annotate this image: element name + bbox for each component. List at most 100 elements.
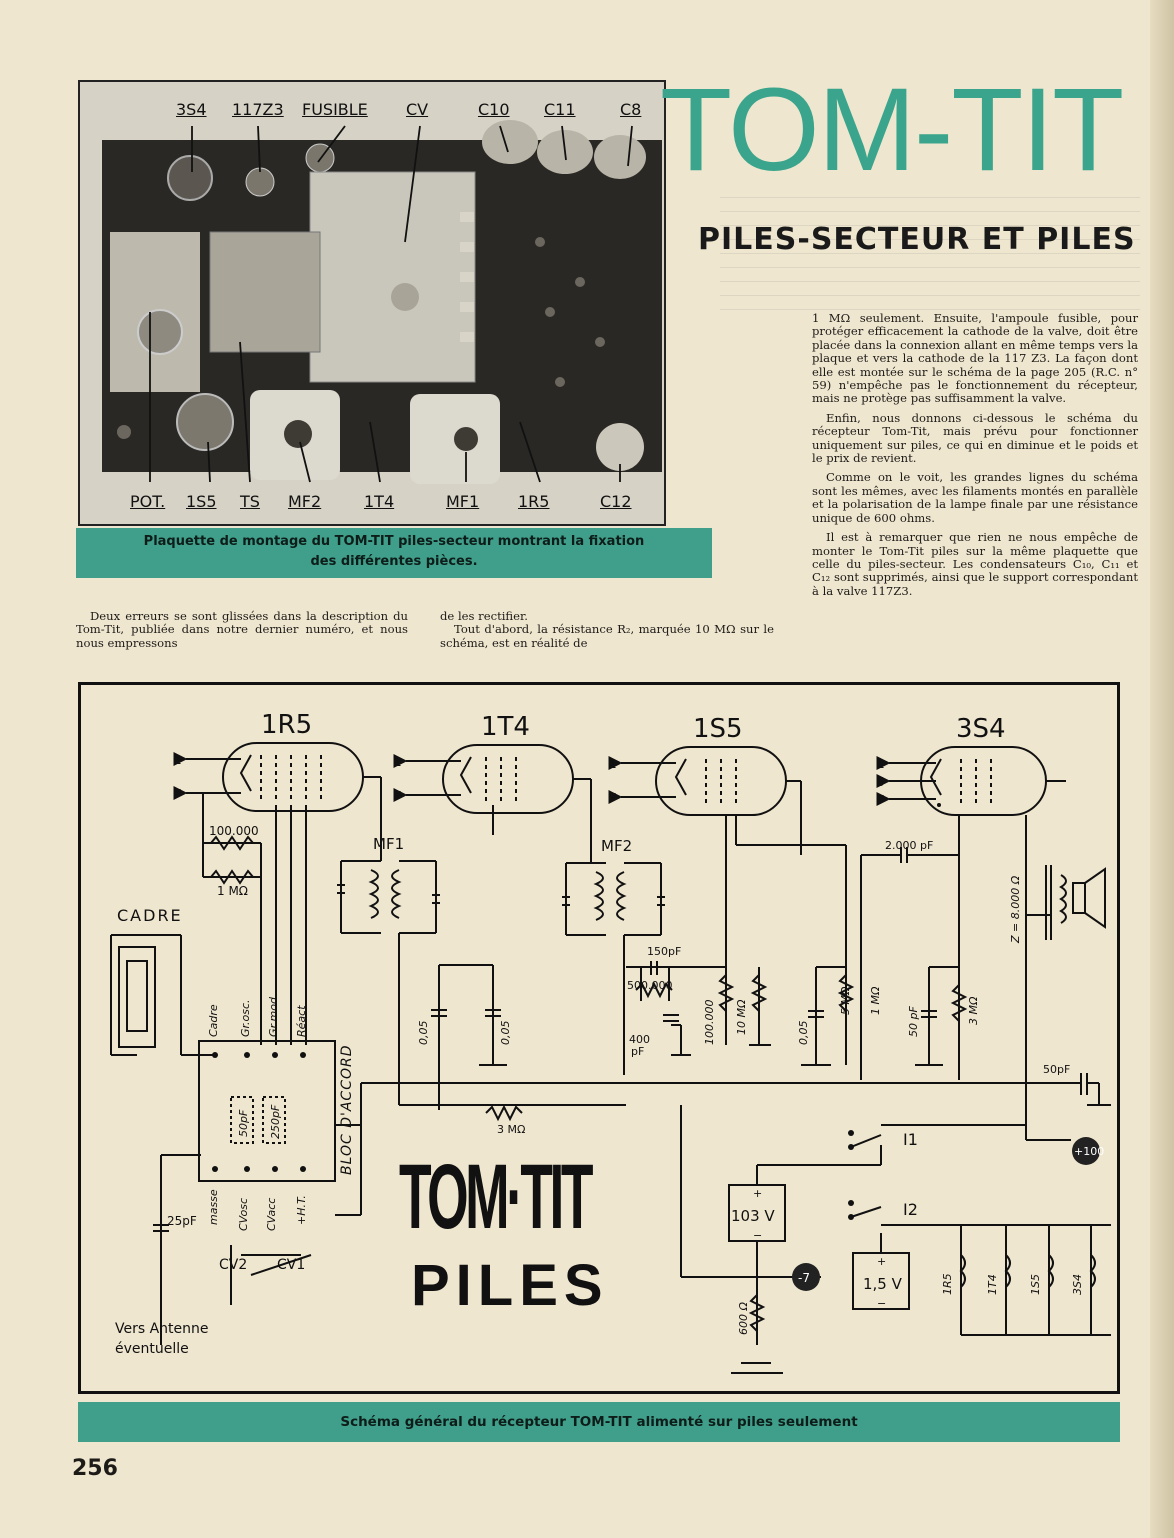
label-50pf-box: 50pF	[237, 1109, 250, 1137]
label-3mohm: 3 MΩ	[967, 996, 980, 1025]
label-mf2: MF2	[601, 837, 632, 855]
label-cadre: CADRE	[117, 906, 183, 925]
article-left-column-2: de les rectifier. Tout d'abord, la résis…	[440, 609, 774, 656]
article-right-column: 1 MΩ seulement. Ensuite, l'ampoule fusib…	[812, 311, 1138, 604]
photo-label-ts: TS	[240, 492, 260, 511]
label-minus: −	[877, 1297, 886, 1310]
schematic-drawing: 1R5 1T4 1S5 3S4 1 7 1 7 1 7 1 5 7 100.00…	[110, 710, 1111, 1374]
label-cv2: CV2	[219, 1257, 247, 1273]
photo-label-c8: C8	[620, 100, 642, 119]
label-minus: −	[753, 1229, 762, 1242]
paragraph: Deux erreurs se sont glissées dans la de…	[76, 609, 408, 650]
fil-label-3s4: 3S4	[1071, 1274, 1084, 1295]
label-10mohm: 10 MΩ	[735, 999, 748, 1035]
photo-caption-line1: Plaquette de montage du TOM-TIT piles-se…	[143, 534, 645, 549]
pin-label: 7	[174, 787, 182, 801]
fil-label-1t4: 1T4	[986, 1274, 999, 1295]
label-005b: 0,05	[499, 1021, 512, 1046]
photo-label-fusible: FUSIBLE	[302, 100, 368, 119]
label-005c: 0,05	[797, 1021, 810, 1046]
pin-label: 1	[174, 753, 182, 767]
label-103v: 103 V	[731, 1207, 775, 1225]
label-1mohm-2: 1 MΩ	[869, 986, 882, 1015]
label-250pf-box: 250pF	[269, 1104, 282, 1139]
label-z8000: Z = 8.000 Ω	[1009, 875, 1022, 944]
label-005a: 0,05	[417, 1021, 430, 1046]
paragraph: Comme on le voit, les grandes lignes du …	[812, 470, 1138, 525]
label-cvacc: CVacc	[265, 1198, 278, 1231]
photo-label-117z3: 117Z3	[232, 100, 284, 119]
label-cv1: CV1	[277, 1257, 305, 1273]
pin-label: 1	[877, 757, 885, 771]
paragraph: 1 MΩ seulement. Ensuite, l'ampoule fusib…	[812, 311, 1138, 406]
label-5mohm: 5 MΩ	[839, 986, 852, 1015]
label-400-unit: pF	[631, 1045, 644, 1058]
photo-label-c12: C12	[600, 492, 632, 511]
schematic-caption: Schéma général du récepteur TOM-TIT alim…	[78, 1402, 1120, 1442]
label-50pf-h: 50pF	[1043, 1063, 1070, 1076]
article-title: TOM-TIT	[660, 64, 1124, 196]
label-antenna-2: éventuelle	[115, 1341, 189, 1357]
fil-label-1r5: 1R5	[941, 1273, 954, 1295]
photo-label-1r5: 1R5	[518, 492, 550, 511]
label-plus: +	[877, 1255, 886, 1268]
pin-label: 1	[394, 755, 402, 769]
label-plus100: +100	[1074, 1145, 1104, 1158]
label-100k: 100.000	[209, 824, 259, 838]
tube-label-1t4: 1T4	[481, 712, 530, 742]
schematic-big-title: TOM·TIT	[399, 1146, 593, 1248]
photo-label-c10: C10	[478, 100, 510, 119]
label-150pf: 150pF	[647, 945, 681, 958]
bloc-pin-react: Réact	[295, 1005, 308, 1037]
minus7-terminal	[792, 1263, 820, 1291]
pin-label: 1	[609, 757, 617, 771]
label-minus7: -7	[798, 1271, 810, 1285]
article-subtitle: PILES-SECTEUR ET PILES	[698, 222, 1136, 257]
label-400: 400	[629, 1033, 650, 1046]
photo-caption: Plaquette de montage du TOM-TIT piles-se…	[76, 528, 712, 578]
chassis-photo: 3S4 117Z3 FUSIBLE CV C10 C11 C8 POT. 1S5…	[78, 80, 666, 526]
photo-label-3s4: 3S4	[176, 100, 207, 119]
schematic-diagram: 1R5 1T4 1S5 3S4 1 7 1 7 1 7 1 5 7 100.00…	[78, 682, 1120, 1394]
label-100k-v: 100.000	[703, 1000, 716, 1046]
photo-label-mf1: MF1	[446, 492, 480, 511]
fil-label-1s5: 1S5	[1029, 1274, 1042, 1295]
label-600ohm: 600 Ω	[737, 1302, 750, 1335]
page-number: 256	[72, 1456, 118, 1481]
photo-caption-line2: des différentes pièces.	[310, 554, 478, 569]
plus100-terminal	[1072, 1137, 1100, 1165]
label-plus: +	[753, 1187, 762, 1200]
label-masse: masse	[207, 1189, 220, 1225]
photo-label-1s5: 1S5	[186, 492, 217, 511]
photo-label-pot: POT.	[130, 492, 166, 511]
tube-label-1r5: 1R5	[261, 710, 312, 740]
schematic-big-subtitle: PILES	[411, 1253, 609, 1318]
photo-label-c11: C11	[544, 100, 576, 119]
label-15v: 1,5 V	[863, 1275, 903, 1293]
photo-label-cv: CV	[406, 100, 429, 119]
tube-label-1s5: 1S5	[693, 714, 743, 744]
chassis-illustration	[80, 82, 664, 524]
tube-label-3s4: 3S4	[956, 714, 1006, 744]
label-mf1: MF1	[373, 835, 404, 853]
photo-label-1t4: 1T4	[364, 492, 395, 511]
label-bloc-accord: BLOC D'ACCORD	[339, 1044, 355, 1175]
pin-label: 5	[877, 775, 885, 789]
article-left-column-1: Deux erreurs se sont glissées dans la de…	[76, 609, 408, 656]
bloc-pin-grosc: Gr.osc.	[239, 999, 252, 1037]
photo-label-mf2: MF2	[288, 492, 322, 511]
schematic-title-block: TOM·TIT PILES	[399, 1147, 629, 1325]
label-i1: I1	[903, 1130, 918, 1149]
pin-label: 7	[394, 789, 402, 803]
label-25pf: 25pF	[167, 1214, 197, 1228]
bloc-pin-cadre: Cadre	[207, 1004, 220, 1037]
pin-label: 7	[609, 791, 617, 805]
label-1mohm: 1 MΩ	[217, 884, 248, 898]
label-antenna-1: Vers Antenne	[115, 1321, 209, 1337]
bloc-pin-grmod: Gr.mod.	[267, 994, 280, 1037]
pin-label: 7	[877, 793, 885, 807]
tube-1s5	[655, 746, 787, 816]
label-3mohm-h: 3 MΩ	[497, 1123, 525, 1136]
paragraph: Il est à remarquer que rien ne nous empê…	[812, 530, 1138, 598]
label-ht: +H.T.	[295, 1195, 308, 1225]
